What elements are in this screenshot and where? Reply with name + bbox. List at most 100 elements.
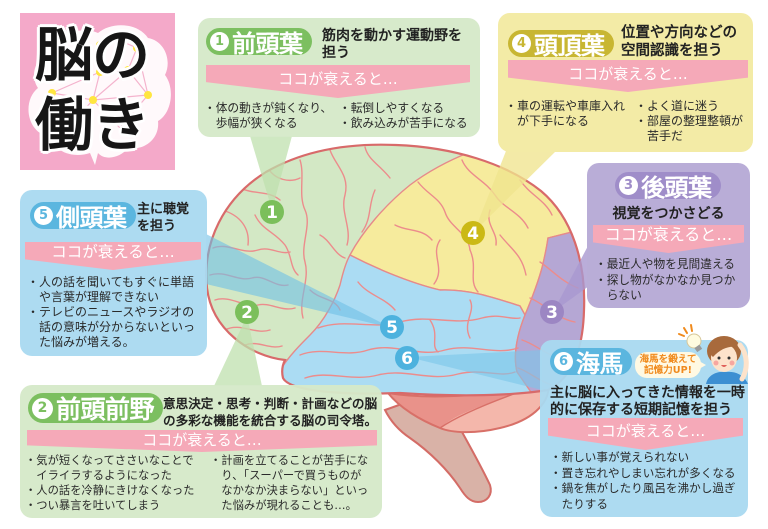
marker-6: 6 xyxy=(395,346,419,370)
region-name: 前頭前野 xyxy=(56,395,155,424)
region-description: 視覚をつかさどる xyxy=(612,206,725,222)
occipital-lobe-card: 3 後頭葉 視覚をつかさどる ココが衰えると… 最近人や物を見間違える 探し物が… xyxy=(587,163,750,308)
number-badge: 5 xyxy=(34,206,53,225)
temporal-lobe-card: 5 側頭葉 主に聴覚を担う ココが衰えると… 人の話を聞いてもすぐに単語や言葉が… xyxy=(20,190,207,356)
decline-label: ココが衰えると… xyxy=(51,243,175,261)
marker-1: 1 xyxy=(260,200,284,224)
region-name: 頭頂葉 xyxy=(534,32,605,60)
decline-banner: ココが衰えると… xyxy=(25,242,201,270)
title-line-2: 働き xyxy=(35,91,150,159)
decline-banner: ココが衰えると… xyxy=(27,430,377,452)
symptom-list-left: 気が短くなってささいなことでイライラするようになった 人の話を冷静にきけなくなっ… xyxy=(25,453,200,513)
symptom-list: 新しい事が覚えられない 置き忘れやしまい忘れが多くなる 鍋を焦がしたり風呂を沸か… xyxy=(550,450,740,512)
pointer-occipital-lobe xyxy=(553,244,589,312)
banner-arrow-shape xyxy=(508,60,748,92)
region-description: 筋肉を動かす運動野を担う xyxy=(322,28,462,61)
number-badge: 1 xyxy=(210,32,229,51)
region-name: 海馬 xyxy=(576,350,624,378)
banner-arrow-shape xyxy=(25,242,201,270)
decline-label: ココが衰えると… xyxy=(568,65,688,83)
region-header: 1 前頭葉 xyxy=(206,28,312,58)
svg-text:2: 2 xyxy=(241,303,253,323)
region-header: 2 前頭前野 xyxy=(28,393,164,424)
symptom-item: 新しい事が覚えられない xyxy=(550,450,740,466)
speech-bubble: 海馬を鍛えて記憶力UP! xyxy=(635,352,706,378)
hippocampus-card: 6 海馬 海馬を鍛えて記憶力UP! xyxy=(540,324,749,517)
marker-2: 2 xyxy=(235,300,259,324)
symptom-list-right: よく道に迷う 部屋の整理整頓が苦手だ xyxy=(635,99,747,144)
symptom-item: 転倒しやすくなる xyxy=(339,101,474,116)
svg-text:3: 3 xyxy=(546,303,558,323)
woman-thinking-icon xyxy=(678,324,749,384)
symptom-item: 置き忘れやしまい忘れが多くなる xyxy=(550,466,740,482)
region-description: 主に脳に入ってきた情報を一時的に保存する短期記憶を担う xyxy=(550,385,745,418)
decline-label: ココが衰えると… xyxy=(278,70,398,88)
region-description: 位置や方向などの空間認識を担う xyxy=(621,25,737,59)
brain-network-icon xyxy=(28,25,171,165)
symptom-item: 体の動きが鈍くなり、歩幅が狭くなる xyxy=(204,101,334,131)
title-line-1: 脳の xyxy=(35,21,150,89)
svg-text:6: 6 xyxy=(401,349,413,369)
marker-3: 3 xyxy=(540,300,564,324)
symptom-item: よく道に迷う xyxy=(635,99,747,114)
symptom-item: 車の運転や車庫入れが下手になる xyxy=(505,99,629,129)
parietal-lobe-card: 4 頭頂葉 位置や方向などの空間認識を担う ココが衰えると… 車の運転や車庫入れ… xyxy=(498,13,753,152)
svg-text:1: 1 xyxy=(266,203,278,223)
banner-arrow-shape xyxy=(548,418,743,450)
symptom-item: つい暴言を吐いてしまう xyxy=(25,498,200,513)
lightbulb-icon xyxy=(678,324,703,353)
symptom-item: 飲み込みが苦手になる xyxy=(339,116,474,131)
marker-4: 4 xyxy=(461,221,485,245)
symptom-item: 鍋を焦がしたり風呂を沸かし過ぎたりする xyxy=(550,481,740,512)
symptom-list: 人の話を聞いてもすぐに単語や言葉が理解できない テレビのニュースやラジオの話の意… xyxy=(27,275,199,350)
pointer-parietal-lobe xyxy=(474,151,556,232)
frontal-lobe-card: 1 前頭葉 筋肉を動かす運動野を担う ココが衰えると… 体の動きが鈍くなり、歩幅… xyxy=(198,18,480,137)
marker-5: 5 xyxy=(380,315,404,339)
symptom-list-left: 体の動きが鈍くなり、歩幅が狭くなる xyxy=(204,101,334,131)
symptom-item: 計画を立てることが苦手になり、「スーパーで買うものがなかなか決まらない」といった… xyxy=(210,453,372,513)
decline-label: ココが衰えると… xyxy=(604,225,733,244)
region-header: 3 後頭葉 xyxy=(615,172,721,202)
decline-banner: ココが衰えると… xyxy=(548,418,743,450)
region-header: 4 頭頂葉 xyxy=(508,30,614,60)
symptom-item: 人の話を冷静にきけなくなった xyxy=(25,483,200,498)
symptom-item: テレビのニュースやラジオの話の意味が分からないといった悩みが増える。 xyxy=(27,305,199,350)
banner-arrow-shape xyxy=(206,65,470,98)
region-name: 側頭葉 xyxy=(56,204,127,232)
pointer-hippocampus xyxy=(408,350,542,390)
symptom-item: 部屋の整理整頓が苦手だ xyxy=(635,114,747,144)
pointer-prefrontal-cortex xyxy=(214,316,262,386)
title-box: 脳の 働き xyxy=(20,13,175,170)
symptom-item: 人の話を聞いてもすぐに単語や言葉が理解できない xyxy=(27,275,199,305)
number-badge: 6 xyxy=(554,352,573,371)
svg-text:5: 5 xyxy=(386,318,398,338)
symptom-item: 探し物がなかなか見つからない xyxy=(595,273,741,304)
region-header: 5 側頭葉 xyxy=(30,202,136,232)
banner-arrow-shape xyxy=(593,225,744,253)
symptom-item: 最近人や物を見間違える xyxy=(595,257,741,273)
decline-label: ココが衰えると… xyxy=(585,422,706,440)
number-badge: 2 xyxy=(32,397,53,419)
svg-text:4: 4 xyxy=(467,224,479,244)
symptom-list: 最近人や物を見間違える 探し物がなかなか見つからない xyxy=(595,257,741,304)
decline-banner: ココが衰えると… xyxy=(593,225,744,253)
symptom-item: 気が短くなってささいなことでイライラするようになった xyxy=(25,453,200,483)
decline-banner: ココが衰えると… xyxy=(508,60,748,92)
region-name: 前頭葉 xyxy=(232,30,303,58)
region-description: 主に聴覚を担う xyxy=(137,202,190,234)
region-name: 後頭葉 xyxy=(641,174,712,202)
decline-banner: ココが衰えると… xyxy=(206,65,470,98)
symptom-list-right: 転倒しやすくなる 飲み込みが苦手になる xyxy=(339,101,474,131)
symptom-list-left: 車の運転や車庫入れが下手になる xyxy=(505,99,629,129)
pointer-frontal-lobe xyxy=(250,136,292,210)
number-badge: 3 xyxy=(619,176,638,195)
symptom-list-right: 計画を立てることが苦手になり、「スーパーで買うものがなかなか決まらない」といった… xyxy=(210,453,372,513)
prefrontal-cortex-card: 2 前頭前野 意思決定・思考・判断・計画などの脳の多彩な機能を統合する脳の司令塔… xyxy=(20,385,382,518)
region-description: 意思決定・思考・判断・計画などの脳の多彩な機能を統合する脳の司令塔。 xyxy=(163,396,378,428)
decline-label: ココが衰えると… xyxy=(142,431,262,449)
number-badge: 4 xyxy=(512,34,531,53)
pointer-temporal-lobe xyxy=(206,234,392,328)
banner-arrow-shape xyxy=(27,430,377,452)
